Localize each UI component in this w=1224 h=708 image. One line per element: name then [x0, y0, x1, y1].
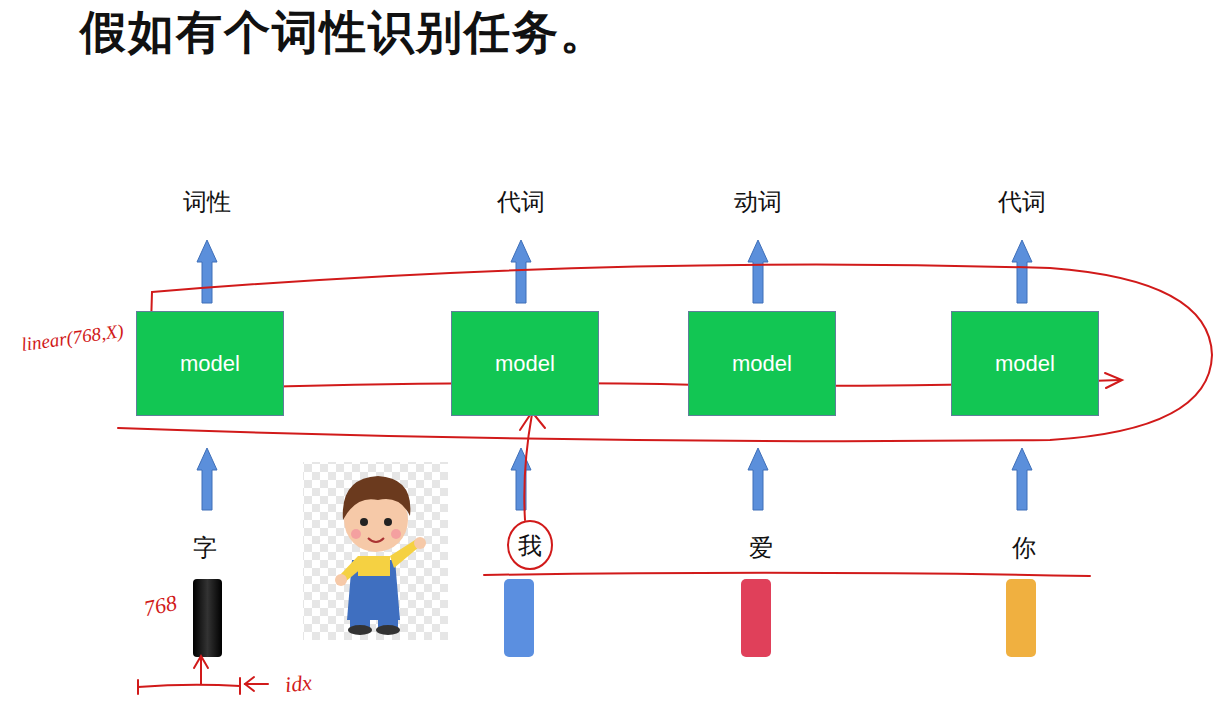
- input-char: 我: [518, 530, 542, 562]
- input-char: 字: [193, 532, 217, 564]
- handwritten-note: linear(768,X): [20, 320, 125, 356]
- embedding-vector: [504, 579, 534, 657]
- handwritten-annotation: [118, 265, 1212, 694]
- model-box: model: [136, 311, 284, 416]
- handwritten-note: idx: [283, 670, 312, 699]
- model-label: model: [732, 351, 792, 377]
- model-label: model: [495, 351, 555, 377]
- model-box: model: [951, 311, 1099, 416]
- pos-tag: 代词: [497, 186, 545, 218]
- slide-title: 假如有个词性识别任务。: [80, 2, 608, 64]
- cartoon-boy: [303, 462, 448, 640]
- embedding-vector: [1006, 579, 1036, 657]
- pos-tag: 代词: [998, 186, 1046, 218]
- pos-tag: 词性: [183, 186, 231, 218]
- model-box: model: [688, 311, 836, 416]
- embedding-vector: [741, 579, 771, 657]
- input-char: 你: [1012, 532, 1036, 564]
- model-box: model: [451, 311, 599, 416]
- embedding-vector: [193, 579, 222, 657]
- handwritten-note: 768: [141, 590, 179, 622]
- input-char: 爱: [749, 532, 773, 564]
- model-label: model: [995, 351, 1055, 377]
- pos-tag: 动词: [734, 186, 782, 218]
- model-label: model: [180, 351, 240, 377]
